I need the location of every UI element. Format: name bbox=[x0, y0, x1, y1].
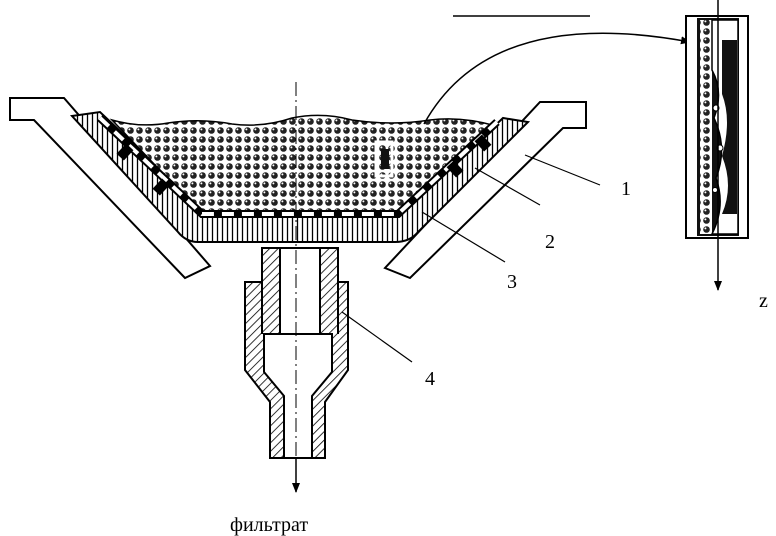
leader-3 bbox=[421, 211, 506, 263]
leader-4 bbox=[341, 311, 413, 363]
detail-window-inner bbox=[381, 149, 389, 169]
detail-window bbox=[374, 140, 394, 178]
leader-1 bbox=[524, 154, 601, 186]
label-2: 2 bbox=[545, 231, 555, 253]
outer-wall-left bbox=[9, 97, 212, 280]
granular-cake bbox=[109, 114, 498, 213]
coupling-bore-upper bbox=[279, 247, 321, 335]
seal-block bbox=[446, 160, 464, 178]
seal-block bbox=[116, 143, 134, 161]
label-1: 1 bbox=[621, 178, 631, 200]
label-3: 3 bbox=[507, 271, 517, 293]
seal-block bbox=[152, 178, 170, 196]
coupling-bore-lower bbox=[263, 333, 333, 459]
label-4: 4 bbox=[425, 368, 435, 390]
outer-wall-right bbox=[383, 101, 587, 280]
leader-2 bbox=[474, 167, 541, 206]
detail-pointer-arrow bbox=[423, 32, 691, 125]
magnified-detail bbox=[685, 15, 749, 239]
seal-block bbox=[474, 134, 492, 152]
label-outlet: фильтрат bbox=[230, 514, 308, 536]
filter-layer bbox=[69, 110, 531, 243]
label-z: z bbox=[759, 290, 768, 312]
